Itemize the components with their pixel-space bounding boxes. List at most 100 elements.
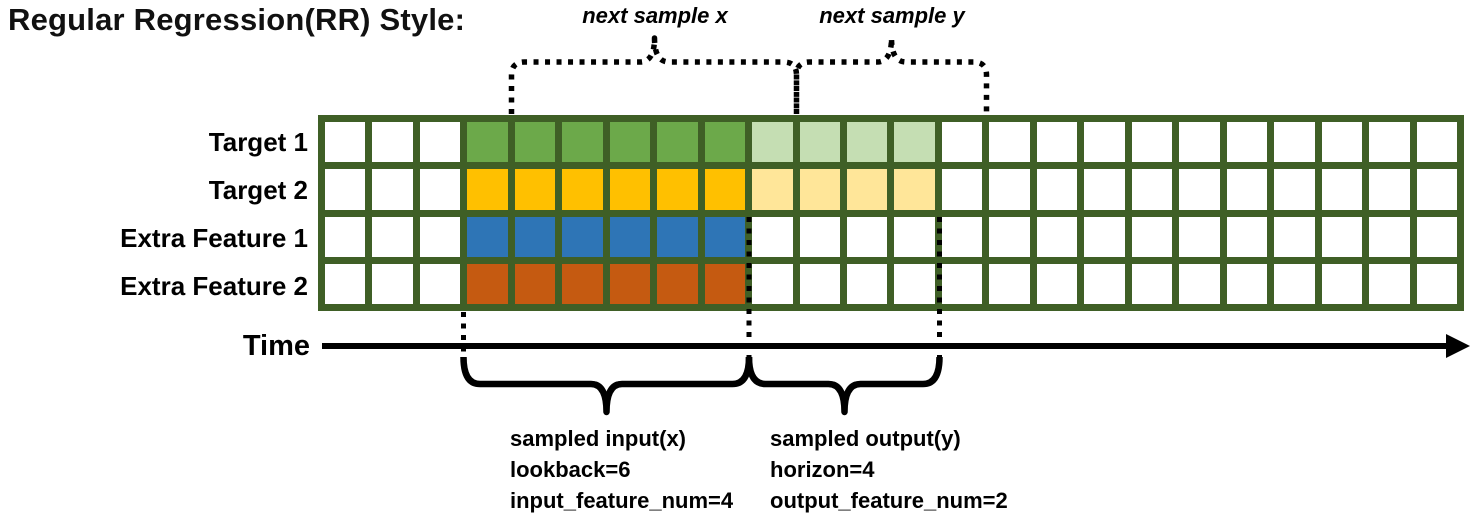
grid-cell [325, 216, 366, 257]
grid-cell [1179, 263, 1220, 304]
grid-cell [1274, 122, 1315, 163]
grid-cell [799, 263, 841, 304]
sampled-output-brace [745, 356, 943, 416]
grid-cell [1321, 263, 1363, 304]
grid-cell [1321, 169, 1363, 210]
grid-cell [799, 169, 841, 210]
grid-cell [847, 263, 888, 304]
output-feature-num-line: output_feature_num=2 [770, 488, 1008, 513]
grid-cell [372, 216, 413, 257]
grid-cell [894, 122, 935, 163]
grid-cell [467, 216, 508, 257]
grid-cell [1131, 169, 1173, 210]
grid-cell [1131, 263, 1173, 304]
row-label-extra-feature-1: Extra Feature 1 [120, 223, 308, 253]
grid-cell [752, 263, 793, 304]
grid-cell [562, 122, 603, 163]
grid-cell [372, 122, 413, 163]
grid-cell [704, 169, 746, 210]
sampled-output-legend: sampled output(y) horizon=4 output_featu… [770, 423, 1008, 516]
grid-cell [1369, 169, 1410, 210]
grid-cell [1416, 122, 1457, 163]
grid-cell [419, 169, 461, 210]
grid-cell [325, 263, 366, 304]
grid-cell [609, 169, 651, 210]
lookback-line: lookback=6 [510, 457, 631, 482]
grid-cell [1179, 216, 1220, 257]
sample-grid [318, 115, 1464, 311]
grid-cell [894, 169, 935, 210]
grid-cell [657, 216, 698, 257]
grid-cell [799, 216, 841, 257]
grid-cell [657, 169, 698, 210]
grid-cell [1416, 216, 1457, 257]
grid-cell [419, 263, 461, 304]
grid-cell [1084, 122, 1125, 163]
grid-cell [847, 122, 888, 163]
grid-cell [1274, 263, 1315, 304]
sampled-output-line: sampled output(y) [770, 426, 961, 451]
grid-cell [752, 122, 793, 163]
grid-cell [1084, 216, 1125, 257]
grid-cell [1369, 263, 1410, 304]
grid-cell [1369, 122, 1410, 163]
time-axis-label: Time [242, 330, 310, 362]
grid-cell [562, 169, 603, 210]
grid-cell [514, 216, 556, 257]
grid-cell [1321, 216, 1363, 257]
grid-cell [847, 169, 888, 210]
grid-cell [1084, 169, 1125, 210]
next-sample-x-brace [508, 35, 800, 114]
grid-cell [894, 263, 935, 304]
grid-cell [1226, 169, 1268, 210]
grid-cell [1036, 169, 1078, 210]
grid-cell [514, 263, 556, 304]
grid-cell [941, 122, 983, 163]
sampled-input-brace [460, 356, 753, 416]
grid-cell [704, 216, 746, 257]
grid-cell [1416, 263, 1457, 304]
grid-cell [752, 216, 793, 257]
input-feature-num-line: input_feature_num=4 [510, 488, 734, 513]
grid-cell [609, 263, 651, 304]
grid-cell [1036, 216, 1078, 257]
grid-cell [372, 169, 413, 210]
grid-cell [467, 169, 508, 210]
grid-cell [989, 169, 1030, 210]
grid-cell [1274, 169, 1315, 210]
grid-cell [372, 263, 413, 304]
grid-cell [1416, 169, 1457, 210]
row-label-extra-feature-2: Extra Feature 2 [120, 271, 308, 301]
grid-cell [989, 122, 1030, 163]
row-label-target-2: Target 2 [208, 175, 308, 205]
grid-cell [894, 216, 935, 257]
horizon-line: horizon=4 [770, 457, 875, 482]
grid-cell [704, 122, 746, 163]
grid-cell [467, 122, 508, 163]
grid-cell [704, 263, 746, 304]
page-title: Regular Regression(RR) Style: [8, 2, 466, 37]
grid-cell [1321, 122, 1363, 163]
time-axis-arrowhead [1446, 334, 1470, 358]
grid-cell [941, 169, 983, 210]
grid-cell [1226, 122, 1268, 163]
grid-cell [847, 216, 888, 257]
grid-cell [514, 122, 556, 163]
grid-cell [1131, 216, 1173, 257]
grid-cell [1036, 263, 1078, 304]
grid-cell [657, 263, 698, 304]
next-sample-x-label: next sample x [582, 3, 728, 28]
grid-cell [1369, 216, 1410, 257]
grid-cell [562, 216, 603, 257]
grid-cell [989, 216, 1030, 257]
grid-cell [941, 216, 983, 257]
grid-cell [1226, 216, 1268, 257]
grid-cell [799, 122, 841, 163]
grid-cell [419, 216, 461, 257]
grid-cell [657, 122, 698, 163]
grid-cell [1036, 122, 1078, 163]
next-sample-y-label: next sample y [819, 3, 965, 28]
grid-cell [609, 216, 651, 257]
grid-cell [1179, 169, 1220, 210]
grid-cell [1179, 122, 1220, 163]
